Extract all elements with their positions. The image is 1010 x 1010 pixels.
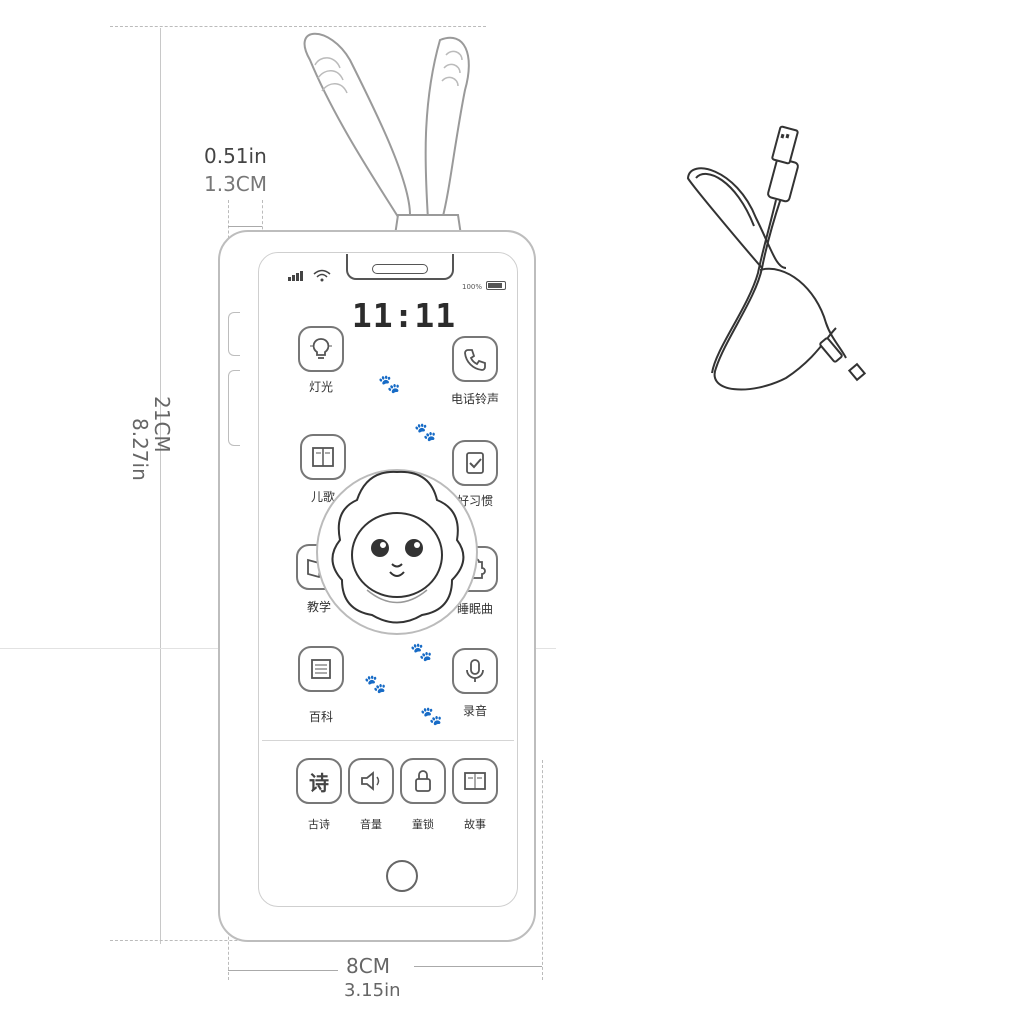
side-button-upper[interactable] — [228, 312, 240, 356]
poem-icon: 诗 — [309, 770, 329, 795]
app-light[interactable] — [298, 326, 344, 372]
width-cm-label: 8CM — [346, 954, 390, 978]
phone-clock: 11:11 — [351, 296, 457, 335]
app-light-label: 灯光 — [308, 380, 333, 394]
width-line-right — [414, 966, 542, 967]
checklist-icon — [466, 452, 484, 474]
microphone-icon — [466, 659, 484, 682]
app-encyclopedia[interactable] — [298, 646, 344, 692]
width-guide-right — [542, 760, 543, 980]
paw-print-icon: 🐾 — [420, 706, 443, 727]
app-teaching-label: 教学 — [306, 600, 331, 614]
height-in-label: 8.27in — [128, 418, 152, 481]
paw-print-icon: 🐾 — [378, 374, 401, 395]
storybook-icon — [464, 772, 486, 790]
thickness-guide-right — [262, 200, 263, 240]
top-reference-line — [110, 26, 486, 27]
app-good-habits[interactable] — [452, 440, 498, 486]
app-songs-label: 儿歌 — [310, 490, 335, 504]
app-record-label: 录音 — [462, 704, 487, 718]
dock-child-lock[interactable] — [400, 758, 446, 804]
dock-stories-label: 故事 — [464, 818, 486, 831]
app-songs[interactable] — [300, 434, 346, 480]
width-line-left — [228, 970, 338, 971]
dock-poems-label: 古诗 — [308, 818, 330, 831]
paw-print-icon: 🐾 — [364, 674, 387, 695]
lion-mascot — [316, 469, 478, 635]
app-ringtone[interactable] — [452, 336, 498, 382]
thickness-cm-label: 1.3CM — [204, 172, 268, 196]
list-icon — [311, 659, 331, 679]
phone-screen — [258, 252, 518, 907]
dock-stories[interactable] — [452, 758, 498, 804]
height-dimension-line — [160, 28, 161, 944]
paw-print-icon: 🐾 — [410, 642, 433, 663]
battery-percent: 100% — [462, 283, 483, 291]
app-encyclopedia-label: 百科 — [308, 710, 333, 724]
signal-wifi-icon — [288, 268, 334, 285]
bunny-ears — [303, 32, 470, 243]
thickness-in-label: 0.51in — [204, 144, 267, 168]
phone-icon — [464, 349, 486, 371]
dock-poems[interactable]: 诗 — [296, 758, 342, 804]
app-record[interactable] — [452, 648, 498, 694]
app-ringtone-label: 电话铃声 — [450, 392, 499, 406]
paw-print-icon: 🐾 — [414, 422, 437, 443]
speaker-grille — [372, 264, 428, 274]
dock-child-lock-label: 童锁 — [412, 818, 434, 831]
dock-volume-label: 音量 — [360, 818, 382, 831]
height-cm-label: 21CM — [150, 396, 174, 453]
home-button[interactable] — [386, 860, 418, 892]
book-icon — [312, 447, 334, 467]
app-lullaby-label: 睡眠曲 — [456, 602, 493, 616]
dock-volume[interactable] — [348, 758, 394, 804]
usb-cable — [686, 125, 867, 391]
dock-area — [262, 740, 514, 849]
app-good-habits-label: 好习惯 — [456, 494, 493, 508]
lock-icon — [415, 770, 431, 792]
side-button-lower[interactable] — [228, 370, 240, 446]
speaker-icon — [361, 771, 380, 791]
phone-notch — [346, 254, 454, 280]
battery-icon — [486, 281, 506, 290]
width-in-label: 3.15in — [344, 980, 401, 1001]
thickness-arrow-line — [228, 226, 262, 227]
lightbulb-icon — [310, 338, 332, 359]
